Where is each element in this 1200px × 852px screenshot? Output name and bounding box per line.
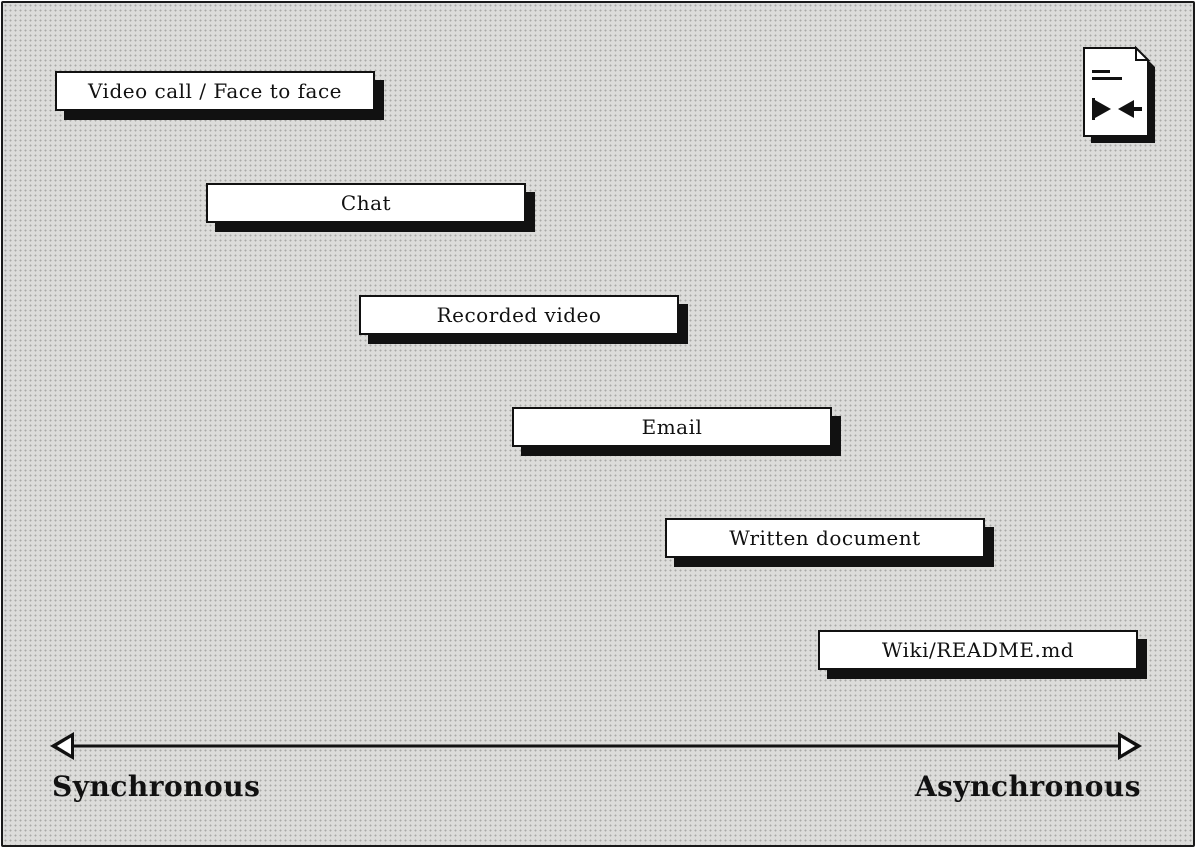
node-label: Written document xyxy=(729,526,921,550)
node-wiki-readme: Wiki/README.md xyxy=(818,630,1138,670)
node-label: Video call / Face to face xyxy=(87,79,343,103)
node-recorded-video: Recorded video xyxy=(359,295,679,335)
document-icon xyxy=(1083,46,1155,143)
node-label: Recorded video xyxy=(436,303,602,327)
node-written-document: Written document xyxy=(665,518,985,558)
axis-label-asynchronous: Asynchronous xyxy=(914,770,1141,803)
node-label: Chat xyxy=(340,191,392,215)
node-video-call: Video call / Face to face xyxy=(55,71,375,111)
axis-label-synchronous: Synchronous xyxy=(52,770,261,803)
node-email: Email xyxy=(512,407,832,447)
node-label: Wiki/README.md xyxy=(881,638,1075,662)
node-label: Email xyxy=(641,415,703,439)
node-chat: Chat xyxy=(206,183,526,223)
